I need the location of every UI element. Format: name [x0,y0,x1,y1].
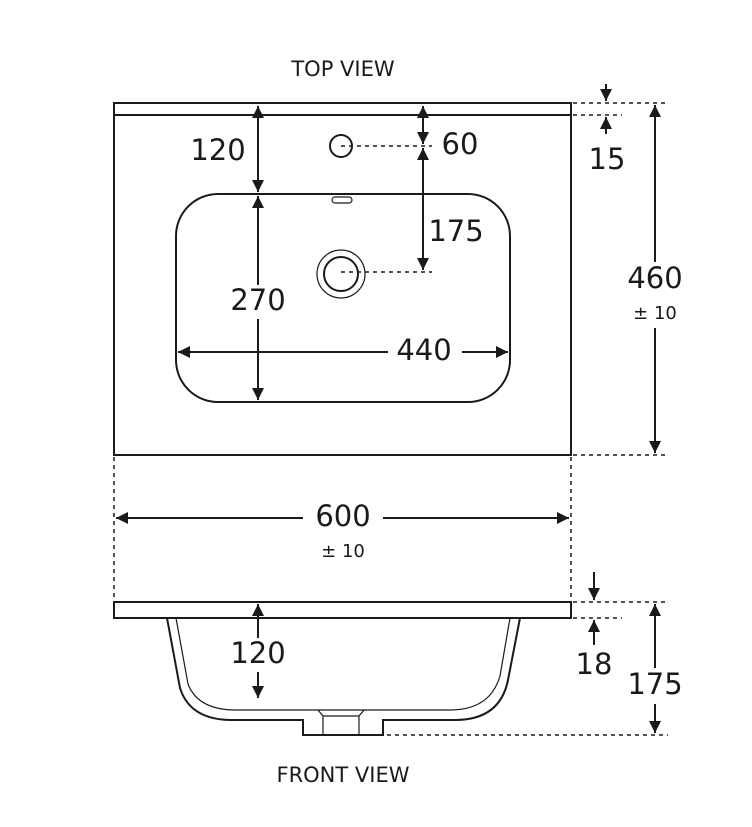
dim-label-width: 600 [315,499,370,533]
front-view-title: FRONT VIEW [276,763,409,787]
dim-label-width-tolerance: ± 10 [321,541,365,562]
top-view: 120 270 60 175 440 15 460 ± 10 600 ± 10 [113,84,690,600]
bowl-outline [175,193,511,403]
dim-label-tap-from-back: 60 [442,127,479,161]
dim-label-tap-offset: 120 [190,133,245,167]
waste-outer [316,249,366,299]
dim-label-bowl-height: 120 [230,636,285,670]
dim-label-bowl-depth: 270 [230,283,285,317]
overflow-slot [331,196,353,204]
countertop-outline [113,102,572,456]
dim-label-bowl-width: 440 [396,333,451,367]
countertop-profile [113,601,572,619]
bowl-profile-inner [175,617,511,711]
dim-label-depth-tolerance: ± 10 [633,303,677,324]
dim-label-waste-from-tap: 175 [428,214,483,248]
waste-inner [323,256,359,292]
top-view-title: TOP VIEW [290,57,395,81]
dim-label-total-height: 175 [627,667,682,701]
front-view: 120 18 175 [113,572,688,736]
dim-label-top-thickness: 18 [576,647,613,681]
waste-outlet [317,709,365,735]
dim-label-depth: 460 [627,261,682,295]
dim-label-lip-thickness: 15 [589,142,626,176]
bowl-profile-outer [166,617,521,736]
